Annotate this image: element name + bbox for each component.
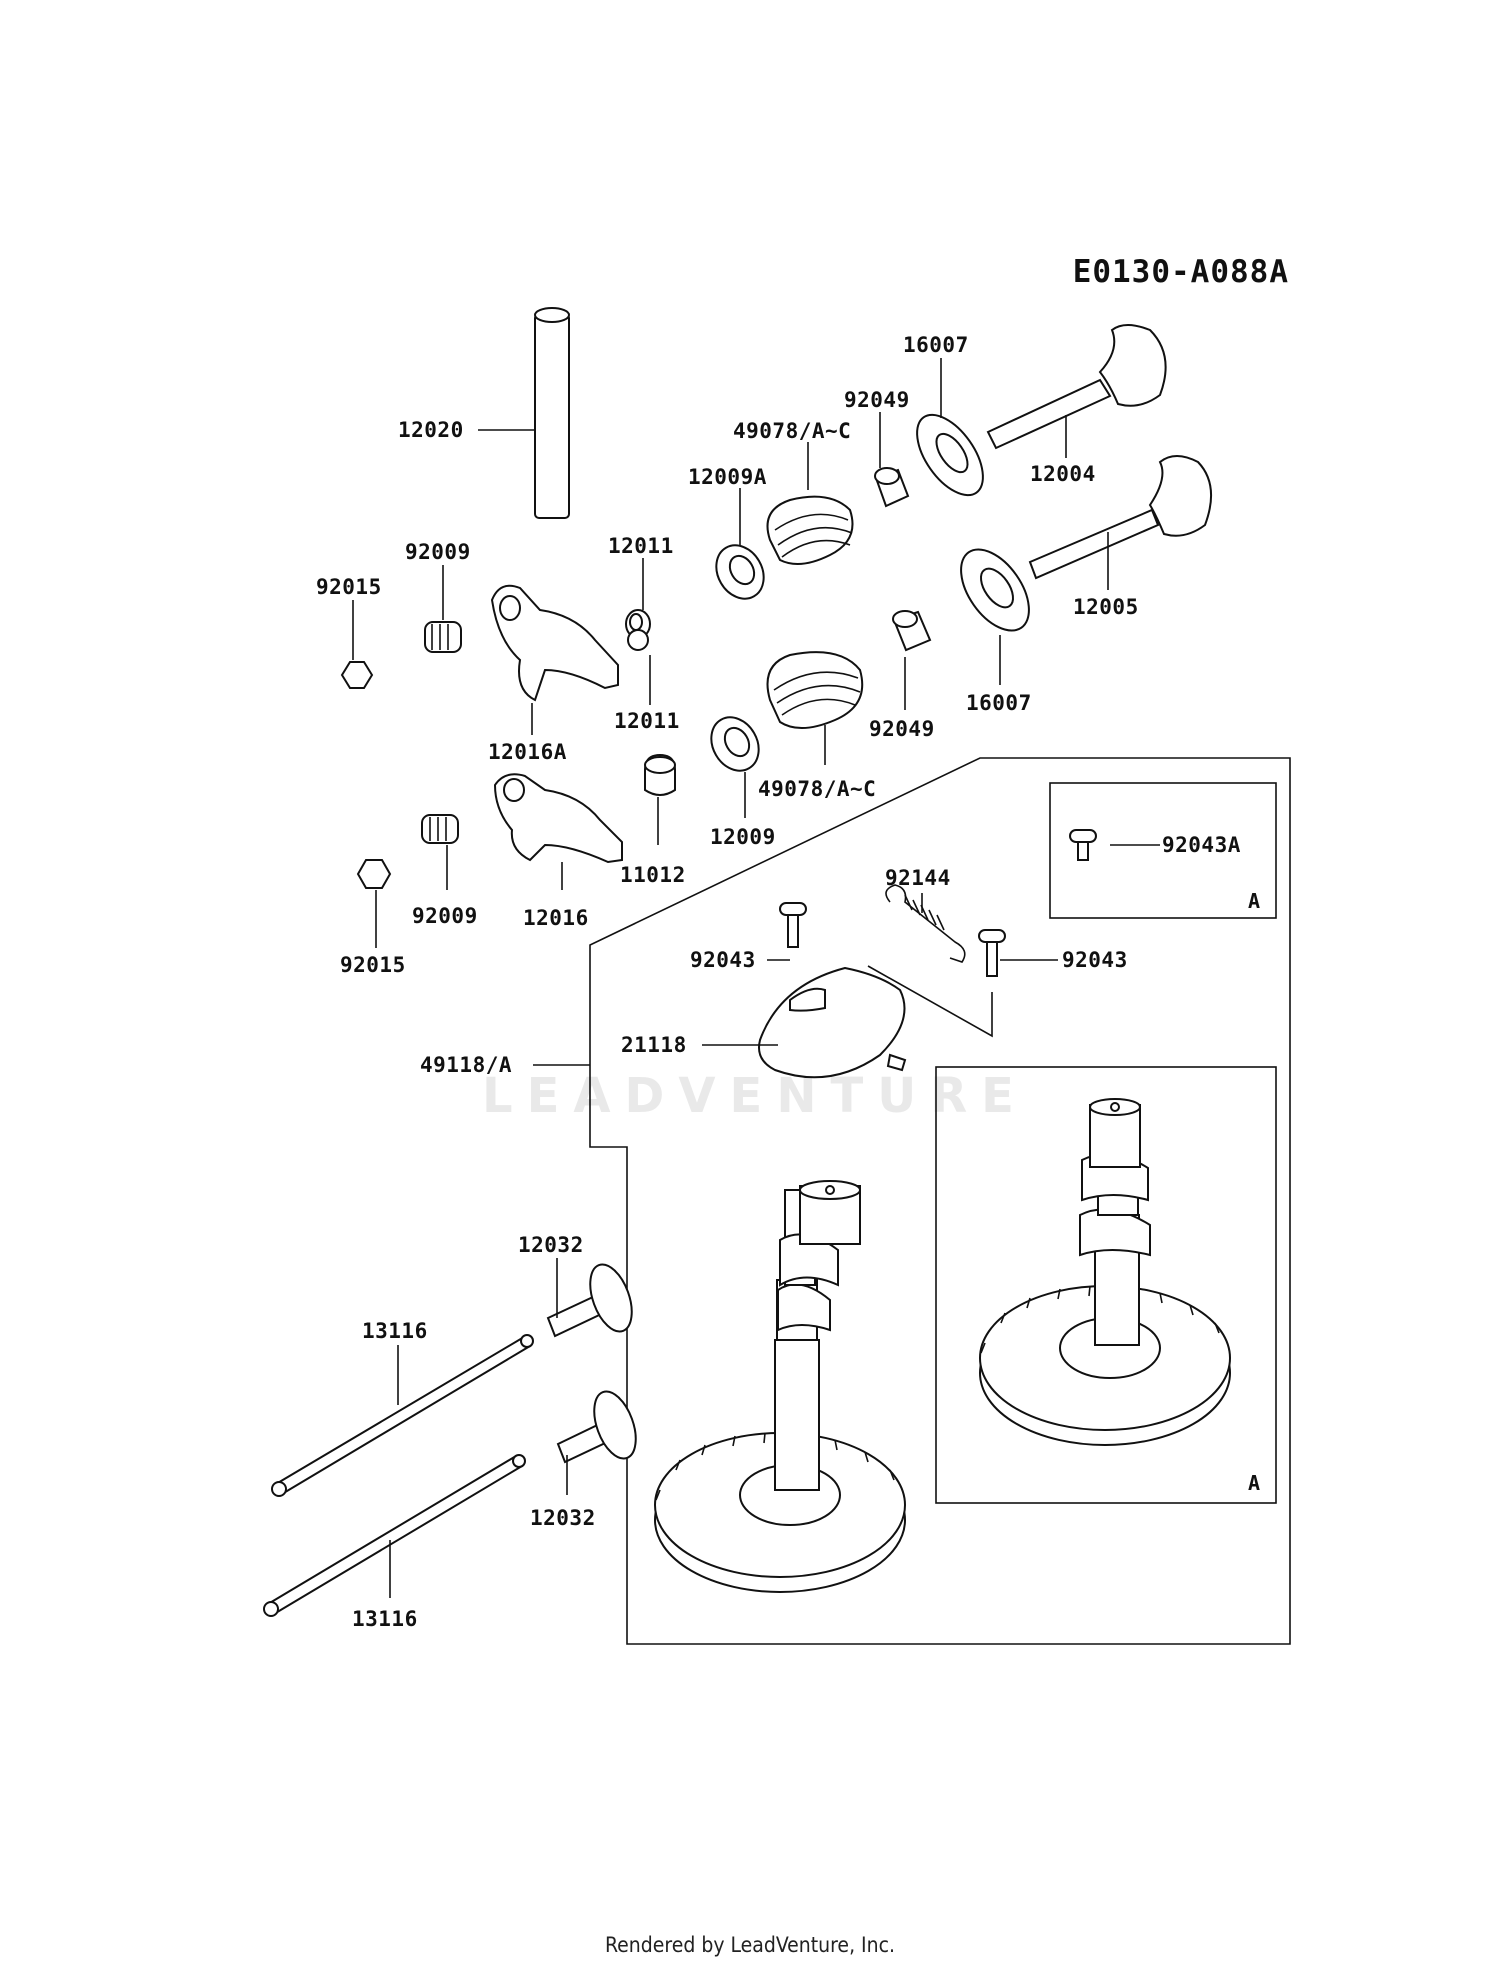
callout-12011-upper: 12011 [608, 534, 674, 558]
valve-12005 [1028, 455, 1213, 580]
valve-seal-12009 [710, 716, 760, 772]
assembly-line-92043 [867, 965, 993, 1038]
tappet-12032-upper [546, 1263, 633, 1338]
adjusting-screw-92009-lower [421, 814, 459, 844]
spring-retainer-16007-upper [916, 413, 984, 497]
tappet-12032-lower [556, 1390, 637, 1464]
inset-frame-a-bolt [1049, 782, 1277, 919]
bolt-92043-right [978, 929, 1006, 977]
callout-12016A: 12016A [488, 740, 567, 764]
callout-92015-lower: 92015 [340, 953, 406, 977]
rocker-shaft-12020 [534, 307, 570, 519]
callout-49078-lower: 49078/A~C [758, 777, 876, 801]
callout-49118A: 49118/A [420, 1053, 512, 1077]
cap-12011-lower [627, 629, 649, 651]
callout-92049-lower: 92049 [869, 717, 935, 741]
callout-12005: 12005 [1073, 595, 1139, 619]
callout-21118: 21118 [621, 1033, 687, 1057]
inset-corner-a-1: A [1248, 889, 1260, 913]
collet-92049-upper [874, 467, 910, 508]
callout-12009: 12009 [710, 825, 776, 849]
callout-92144: 92144 [885, 866, 951, 890]
callout-labels: 12020 16007 92049 49078/A~C 12004 12009A… [316, 333, 1241, 1631]
callout-92015-upper: 92015 [316, 575, 382, 599]
callout-12004: 12004 [1030, 462, 1096, 486]
footer-credit: Rendered by LeadVenture, Inc. [605, 1933, 895, 1957]
spring-92144 [885, 884, 966, 963]
valve-cap-11012 [644, 753, 676, 796]
inset-corner-a-2: A [1248, 1471, 1260, 1495]
valve-seal-12009A [715, 544, 765, 600]
callout-92009-lower: 92009 [412, 904, 478, 928]
rocker-arm-12016A [490, 584, 619, 702]
push-rod-13116-upper [271, 1334, 534, 1497]
nut-92015-lower [356, 859, 392, 889]
callout-12032-lower: 12032 [530, 1506, 596, 1530]
callout-92043A: 92043A [1162, 833, 1241, 857]
camshaft-assembly-frame [589, 757, 1291, 1645]
diagram-code: E0130-A088A [1073, 254, 1289, 290]
rocker-arm-12016 [493, 773, 623, 864]
callout-92009-upper: 92009 [405, 540, 471, 564]
push-rod-13116-lower [263, 1454, 526, 1617]
callout-49078-upper: 49078/A~C [733, 419, 851, 443]
callout-12020: 12020 [398, 418, 464, 442]
watermark: LEADVENTURE [482, 1068, 1028, 1124]
callout-12011-lower: 12011 [614, 709, 680, 733]
bolt-92043A [1069, 829, 1097, 861]
callout-16007-lower: 16007 [966, 691, 1032, 715]
leader-lines [352, 358, 1160, 1598]
valve-spring-49078-lower [766, 651, 864, 729]
collet-92049-lower [892, 610, 932, 652]
callout-13116-lower: 13116 [352, 1607, 418, 1631]
bolt-92043-left [779, 902, 807, 948]
callout-16007-upper: 16007 [903, 333, 969, 357]
callout-12032-upper: 12032 [518, 1233, 584, 1257]
callout-92043-left: 92043 [690, 948, 756, 972]
valve-spring-49078-upper [766, 495, 854, 565]
valve-12004 [986, 324, 1167, 450]
callout-92043-right: 92043 [1062, 948, 1128, 972]
adjusting-screw-92009-upper [424, 621, 462, 653]
nut-92015-upper [340, 661, 374, 689]
inset-frame-a-camshaft [935, 1066, 1277, 1504]
callout-12009A: 12009A [688, 465, 767, 489]
camshaft-main [654, 1180, 906, 1593]
spring-retainer-16007-lower [960, 548, 1030, 632]
callout-92049-upper: 92049 [844, 388, 910, 412]
camshaft-inset-a [979, 1098, 1231, 1446]
callout-11012: 11012 [620, 863, 686, 887]
governor-plate-21118 [758, 966, 907, 1079]
callout-13116-upper: 13116 [362, 1319, 428, 1343]
callout-12016: 12016 [523, 906, 589, 930]
